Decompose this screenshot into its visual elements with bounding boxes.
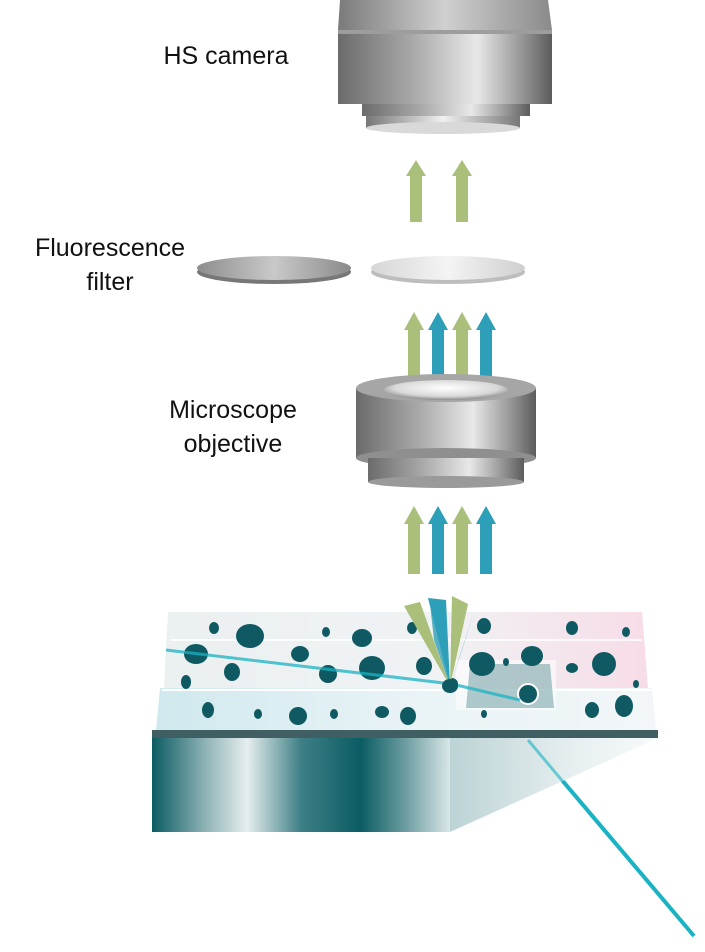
hs-camera bbox=[338, 0, 552, 134]
filtered-emission-arrows bbox=[406, 160, 472, 222]
emission-burst bbox=[404, 596, 474, 693]
microscope-objective-label-line2: objective bbox=[183, 430, 283, 458]
microscope-objective bbox=[356, 374, 536, 488]
prism bbox=[152, 730, 658, 841]
fluorescence-filter bbox=[197, 256, 525, 284]
mixed-light-arrows-lower bbox=[404, 506, 496, 574]
mixed-light-arrows-upper bbox=[404, 312, 496, 380]
hs-camera-label: HS camera bbox=[163, 42, 289, 70]
fluorescence-filter-label-line1: Fluorescence bbox=[34, 234, 186, 262]
fluorescence-filter-label-line2: filter bbox=[86, 268, 134, 296]
microscope-objective-label-line1: Microscope bbox=[169, 396, 297, 424]
